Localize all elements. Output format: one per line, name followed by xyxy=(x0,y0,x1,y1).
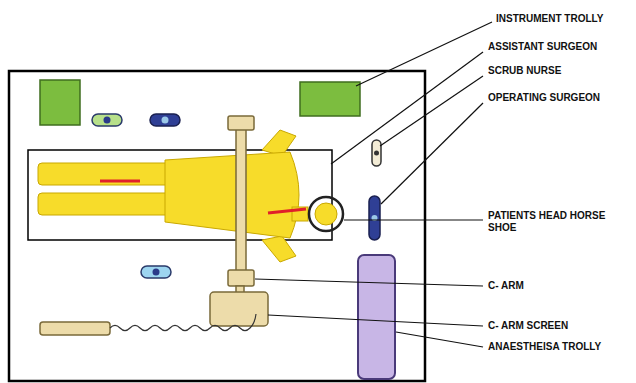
horse-shoe xyxy=(309,197,343,231)
callout-label: SCRUB NURSE xyxy=(488,65,561,77)
incision-mark xyxy=(100,180,140,183)
c-arm-screen xyxy=(40,322,110,335)
callout-label: ASSISTANT SURGEON xyxy=(488,41,597,53)
callout-label: C- ARM xyxy=(488,280,524,292)
operating-table xyxy=(28,150,332,240)
callout-label: INSTRUMENT TROLLY xyxy=(496,13,603,25)
leader-lines xyxy=(255,22,492,347)
anaesthesia-trolley xyxy=(358,255,395,379)
callout-label: ANAESTHEISA TROLLY xyxy=(488,341,601,353)
patient-head xyxy=(315,203,337,225)
c-arm xyxy=(210,116,268,326)
callout-label: PATIENTS HEAD HORSE SHOE xyxy=(488,210,613,234)
instrument-trolley xyxy=(300,82,360,116)
room-outline xyxy=(9,71,425,381)
callout-label: C- ARM SCREEN xyxy=(488,320,568,332)
patient xyxy=(38,130,308,262)
left-trolley xyxy=(40,80,80,125)
callout-label: OPERATING SURGEON xyxy=(488,92,600,104)
incision-mark xyxy=(268,209,306,213)
c-arm-cable xyxy=(110,314,256,331)
